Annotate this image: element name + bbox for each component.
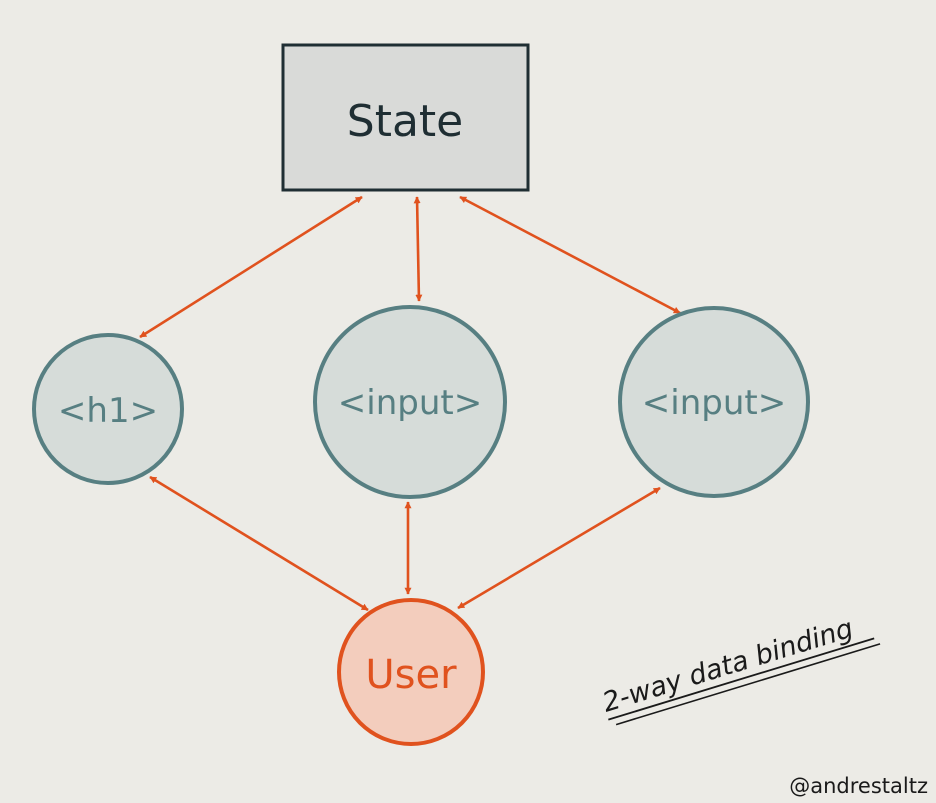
node-input-2-label: <input> (642, 383, 786, 423)
arrow-input-2-user (457, 486, 661, 610)
node-h1-label: <h1> (58, 391, 158, 431)
arrow-h1-user (149, 475, 369, 612)
arrows-nodes-to-user (149, 475, 661, 612)
user-node: User (337, 598, 485, 746)
arrow-state-h1 (139, 195, 363, 339)
caption: 2-way data binding (599, 613, 881, 726)
arrow-state-input-2 (459, 195, 681, 315)
state-label: State (347, 96, 463, 147)
caption-text: 2-way data binding (599, 613, 857, 719)
state-box: State (281, 43, 530, 192)
credit-text: @andrestaltz (789, 774, 928, 798)
caption-underline-1 (608, 637, 875, 721)
arrows-state-to-nodes (139, 195, 681, 339)
node-input-1-label: <input> (338, 383, 482, 423)
caption-underline-2 (615, 643, 881, 726)
node-h1: <h1> (32, 333, 184, 485)
user-label: User (365, 652, 457, 698)
arrow-state-input-1 (413, 196, 423, 302)
node-input-2: <input> (618, 306, 810, 498)
node-input-1: <input> (313, 305, 507, 499)
